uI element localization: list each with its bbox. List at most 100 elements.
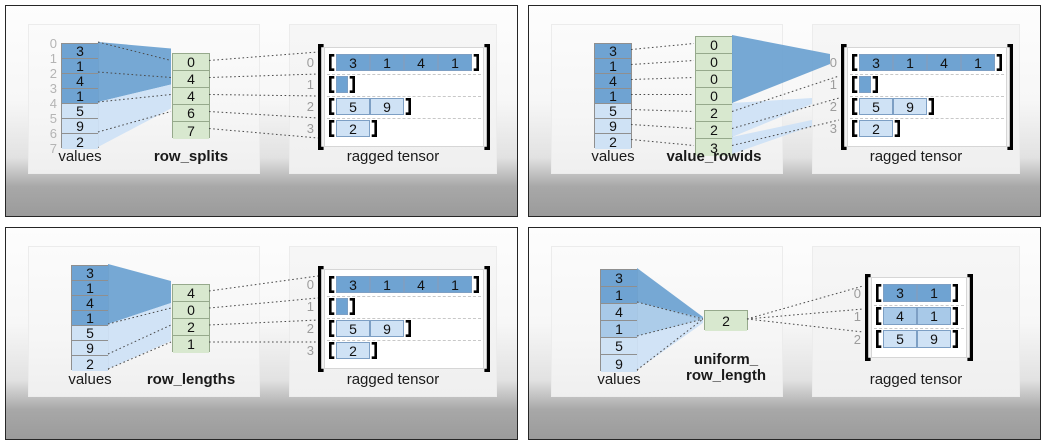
row-divider [327,340,481,341]
tensor-row-index: 2 [829,99,837,114]
tensor-cell: 4 [927,54,961,71]
values-caption-uniform-row-length: values [597,371,641,389]
tensor-cell: 1 [370,54,404,71]
tensor-row-index: 1 [853,308,861,324]
value-cell: 1 [72,280,108,296]
value-index-label: 1 [49,51,57,66]
tensor-caption-row-splits: ragged tensor [346,148,440,166]
tensor-row-index: 1 [306,77,314,92]
value-cell: 2 [62,134,98,150]
tensor-cell: 1 [961,54,995,71]
value-cell: 5 [595,103,631,119]
tensor-cell: 4 [404,54,438,71]
value-cell: 1 [601,287,637,304]
value-cell: 3 [72,265,108,281]
values-caption-row-splits: values [58,148,102,166]
encoding-cell: 0 [696,54,732,71]
row-divider [327,96,481,97]
tensor-row-index: 1 [306,299,314,314]
row-divider [874,305,964,306]
tensor-row-cells: 2 [859,120,893,137]
tensor-row-cells [336,298,348,315]
tensor-cell: 9 [917,330,951,348]
encoding-cell: 1 [173,335,209,353]
row-divider [327,74,481,75]
value-cell: 9 [601,355,637,372]
value-cell: 9 [62,118,98,134]
value-cell: 1 [62,88,98,104]
encoding-cell: 2 [696,105,732,122]
tensor-row-index: 0 [306,55,314,70]
value-index-label: 4 [49,96,57,111]
value-cell: 9 [595,118,631,134]
encoding-cell: 2 [705,311,747,331]
tensor-row: 2 [852,120,900,137]
tensor-empty-cell [336,76,348,93]
encoding-cell: 2 [696,122,732,139]
encoding-cell: 4 [173,71,209,88]
tensor-row-index: 0 [306,277,314,292]
value-cell: 1 [601,321,637,338]
value-cell: 4 [595,73,631,89]
row-divider [327,318,481,319]
tensor-row: 2 [329,120,377,137]
value-index-label: 2 [49,66,57,81]
encoding-cell: 0 [696,88,732,105]
encoding-cell: 2 [173,318,209,336]
tensor-cell: 5 [883,330,917,348]
value-cell: 4 [601,304,637,321]
value-cell: 4 [72,295,108,311]
row-divider [850,96,1004,97]
tensor-cell: 9 [370,98,404,115]
tensor-cell: 2 [336,342,370,359]
tensor-caption-row-lengths: ragged tensor [346,371,440,389]
tensor-row [329,298,355,315]
value-cell: 3 [595,43,631,59]
value-cell: 5 [62,103,98,119]
tensor-caption-uniform-row-length: ragged tensor [869,371,963,389]
value-index-label: 7 [49,141,57,156]
encoding-cell: 0 [173,301,209,319]
values-caption-row-lengths: values [68,371,112,389]
encoding-caption-value-rowids: value_rowids [666,148,762,166]
value-cell: 4 [62,73,98,89]
tensor-cell: 1 [438,54,472,71]
row-divider [327,118,481,119]
encoding-cell: 0 [696,71,732,88]
value-cell: 1 [62,58,98,74]
tensor-row: 2 [329,342,377,359]
tensor-cell: 1 [438,276,472,293]
tensor-cell: 2 [336,120,370,137]
tensor-row-index: 0 [829,55,837,70]
tensor-cell: 5 [336,98,370,115]
tensor-row-cells [336,76,348,93]
values-caption-value-rowids: values [591,148,635,166]
